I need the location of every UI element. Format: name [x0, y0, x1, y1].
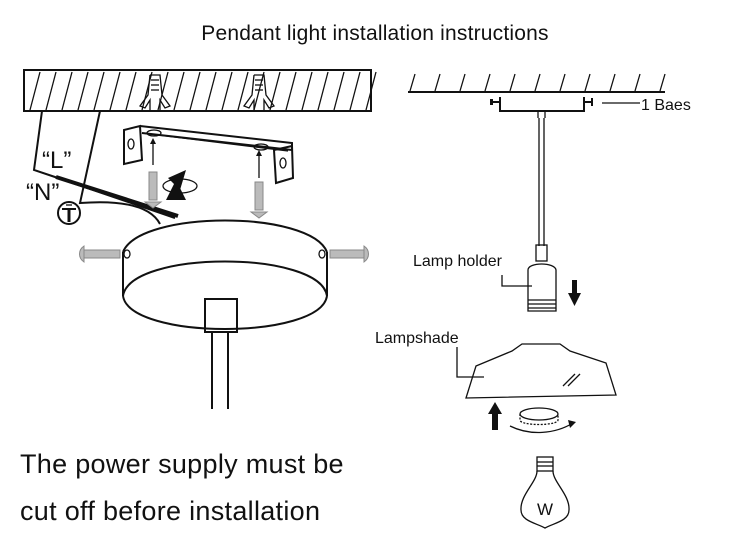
hatch-line: [434, 73, 441, 92]
lampshade: [456, 343, 617, 399]
live-wire-label: “L”: [42, 147, 71, 174]
wall-anchor-right: [242, 74, 276, 111]
bracket-screw-left: [143, 138, 163, 209]
hatch-line: [61, 71, 73, 111]
up-arrow-icon: [488, 402, 502, 430]
rotate-direction-arrow: [509, 420, 576, 434]
hatch-line: [609, 73, 616, 92]
hatch-line: [301, 71, 313, 111]
hatch-line: [253, 71, 265, 111]
hatch-line: [659, 73, 666, 92]
hatch-line: [141, 71, 153, 111]
base-plate: [490, 97, 640, 118]
rotate-arrow-icon: [162, 170, 198, 200]
warning-line-1: The power supply must be: [20, 449, 344, 479]
hatch-line: [109, 71, 121, 111]
hatch-line: [584, 73, 591, 92]
hatch-line: [205, 71, 217, 111]
canopy-screw-left: [79, 245, 121, 263]
light-bulb: [520, 456, 570, 529]
hatch-line: [317, 71, 329, 111]
base-label: 1 Baes: [641, 97, 691, 114]
hatch-line: [77, 71, 89, 111]
hatch-line: [409, 73, 416, 92]
neutral-wire-label: “N”: [26, 179, 59, 206]
hatch-line: [559, 73, 566, 92]
hatch-line: [285, 71, 297, 111]
ceiling-canopy: [122, 219, 328, 330]
hatch-line: [29, 71, 41, 111]
wall-anchor-left: [138, 74, 172, 111]
hatch-line: [221, 71, 233, 111]
ceiling-slab: [23, 69, 377, 112]
ground-symbol-icon: [57, 201, 81, 225]
hatch-line: [365, 71, 377, 111]
bulb-mark: W: [537, 500, 553, 519]
down-arrow-icon: [568, 280, 581, 306]
hatch-line: [189, 71, 201, 111]
ceiling-wires: [32, 110, 179, 225]
mounting-bracket: [123, 124, 295, 185]
hatch-line: [534, 73, 541, 92]
hatch-line: [173, 71, 185, 111]
hatch-line: [459, 73, 466, 92]
hatch-line: [333, 71, 345, 111]
hatch-line: [93, 71, 105, 111]
cord-grip: [204, 298, 238, 409]
warning-line-2: cut off before installation: [20, 496, 321, 526]
lamp-holder: [501, 244, 557, 312]
hatch-line: [237, 71, 249, 111]
hatch-line: [634, 73, 641, 92]
hatch-line: [509, 73, 516, 92]
lamp-holder-label: Lamp holder: [413, 253, 503, 270]
hatch-line: [45, 71, 57, 111]
canopy-screw-right: [329, 245, 369, 263]
hatch-line: [125, 71, 137, 111]
hatch-line: [484, 73, 491, 92]
hatch-line: [349, 71, 361, 111]
diagram-title: Pendant light installation instructions: [201, 22, 549, 45]
pendant-cord: [538, 118, 545, 246]
bracket-screw-right: [249, 150, 269, 219]
ceiling-line-right: [408, 73, 666, 93]
locking-ring: [519, 407, 559, 426]
hatch-line: [269, 71, 281, 111]
lampshade-label: Lampshade: [375, 330, 459, 347]
